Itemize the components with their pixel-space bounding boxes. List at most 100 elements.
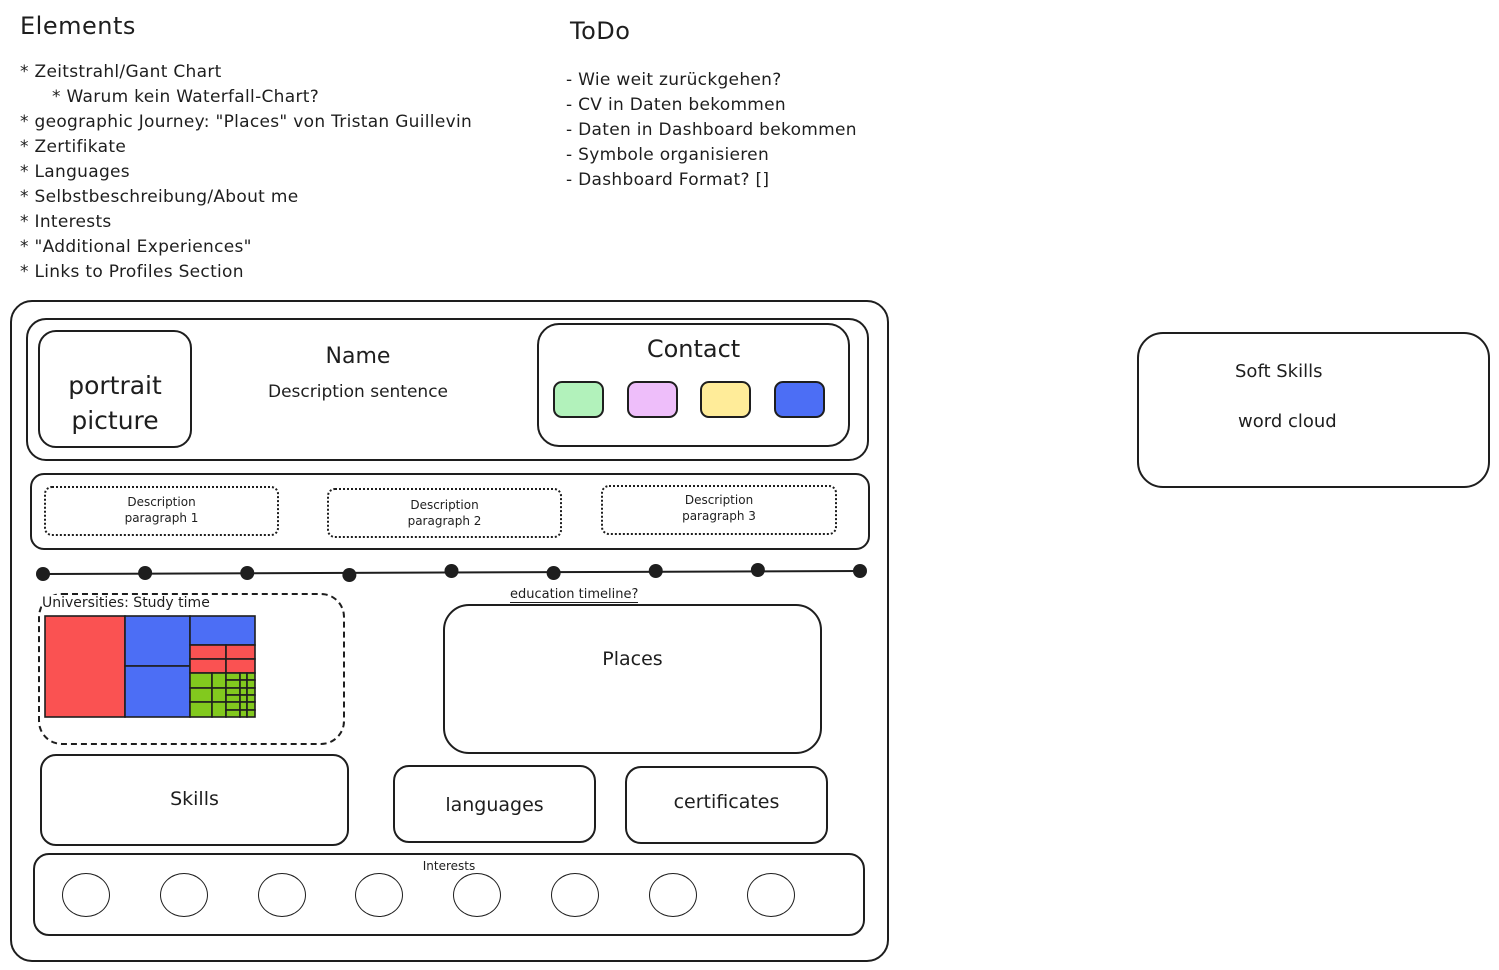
soft-skills-panel[interactable]: Soft Skills word cloud xyxy=(1137,332,1490,488)
treemap-tile[interactable] xyxy=(189,644,227,660)
treemap-tile[interactable] xyxy=(225,658,256,674)
portrait-label-line2: picture xyxy=(71,406,159,435)
header-panel xyxy=(26,318,869,461)
languages-panel[interactable]: languages xyxy=(393,765,596,843)
places-panel[interactable]: Places xyxy=(443,604,822,754)
contact-1-button[interactable] xyxy=(553,381,604,418)
desc3-line2: paragraph 3 xyxy=(682,509,756,523)
profile-name: Name xyxy=(325,344,391,369)
treemap-tile[interactable] xyxy=(239,687,248,696)
contact-4-button[interactable] xyxy=(774,381,825,418)
treemap-tile[interactable] xyxy=(239,709,248,718)
languages-label: languages xyxy=(445,794,544,816)
todo-item: - Symbole organisieren xyxy=(566,145,770,165)
desc1-line1: Description xyxy=(127,495,196,509)
interest-circle[interactable] xyxy=(355,873,404,917)
skills-panel[interactable]: Skills xyxy=(40,754,349,846)
elements-item: * Warum kein Waterfall-Chart? xyxy=(52,87,320,107)
description-paragraph-3[interactable]: Description paragraph 3 xyxy=(601,485,837,535)
treemap-tile[interactable] xyxy=(246,694,256,703)
elements-item: * Zeitstrahl/Gant Chart xyxy=(20,62,222,82)
timeline-point[interactable] xyxy=(648,564,663,578)
treemap-tile[interactable] xyxy=(211,701,227,718)
treemap-tile[interactable] xyxy=(239,672,248,681)
interest-circle[interactable] xyxy=(551,873,599,917)
treemap-tile[interactable] xyxy=(225,709,241,718)
treemap-tile[interactable] xyxy=(211,672,227,689)
todo-title: ToDo xyxy=(570,17,631,45)
treemap-tile[interactable] xyxy=(246,701,256,711)
treemap-tile[interactable] xyxy=(225,679,241,689)
timeline-point[interactable] xyxy=(750,563,765,577)
elements-item: * Interests xyxy=(20,212,112,232)
treemap-tile[interactable] xyxy=(124,665,191,718)
contact-3-button[interactable] xyxy=(700,381,751,418)
treemap-tile[interactable] xyxy=(239,701,248,711)
treemap-tile[interactable] xyxy=(189,672,213,689)
elements-item: * Selbstbeschreibung/About me xyxy=(20,187,299,207)
todo-item: - CV in Daten bekommen xyxy=(566,95,786,115)
treemap-tile[interactable] xyxy=(124,615,191,667)
treemap-tile[interactable] xyxy=(189,658,227,674)
treemap-tile[interactable] xyxy=(225,687,241,696)
todo-item: - Daten in Dashboard bekommen xyxy=(566,120,857,140)
treemap-tile[interactable] xyxy=(239,694,248,703)
treemap-tile[interactable] xyxy=(246,687,256,696)
interest-circle[interactable] xyxy=(746,873,795,917)
interests-label: Interests xyxy=(422,859,476,873)
desc3-line1: Description xyxy=(684,493,754,507)
treemap-tile[interactable] xyxy=(189,701,213,718)
places-label: Places xyxy=(602,648,663,670)
desc1-line2: paragraph 1 xyxy=(124,511,199,525)
treemap-tile[interactable] xyxy=(239,679,248,689)
treemap-tile[interactable] xyxy=(225,644,256,660)
education-timeline-label: education timeline? xyxy=(510,587,639,603)
description-paragraph-1[interactable]: Description paragraph 1 xyxy=(44,486,279,536)
portrait-picture[interactable]: portrait picture xyxy=(38,330,192,448)
skills-label: Skills xyxy=(170,788,219,810)
treemap-tile[interactable] xyxy=(211,687,227,703)
certificates-panel[interactable]: certificates xyxy=(625,766,828,844)
timeline-point[interactable] xyxy=(138,566,153,580)
treemap-tile[interactable] xyxy=(189,687,213,703)
interest-circle[interactable] xyxy=(648,873,697,917)
todo-list: - Wie weit zurückgehen? - CV in Daten be… xyxy=(566,68,857,193)
soft-skills-subtitle: word cloud xyxy=(1238,411,1337,432)
contact-2-button[interactable] xyxy=(627,381,678,418)
elements-item: * "Additional Experiences" xyxy=(20,237,252,257)
treemap-tile[interactable] xyxy=(44,615,126,718)
desc2-line2: paragraph 2 xyxy=(407,514,482,528)
interests-panel: Interests xyxy=(33,853,865,936)
elements-item: * Links to Profiles Section xyxy=(20,262,244,282)
elements-list: * Zeitstrahl/Gant Chart * Warum kein Wat… xyxy=(20,60,472,285)
timeline-point[interactable] xyxy=(342,568,357,582)
todo-item: - Dashboard Format? [] xyxy=(566,170,770,190)
treemap-tile[interactable] xyxy=(225,701,241,711)
timeline-point[interactable] xyxy=(240,566,255,580)
contact-panel: Contact xyxy=(537,323,850,447)
treemap-tile[interactable] xyxy=(225,694,241,703)
timeline-point[interactable] xyxy=(853,564,867,578)
portrait-label-line1: portrait xyxy=(68,371,162,400)
universities-panel xyxy=(38,593,345,745)
timeline-point[interactable] xyxy=(444,564,459,578)
interest-circle[interactable] xyxy=(257,873,306,917)
elements-item: * Zertifikate xyxy=(20,137,127,157)
treemap-tile[interactable] xyxy=(246,709,256,718)
treemap-tile[interactable] xyxy=(225,672,241,681)
profile-description: Description sentence xyxy=(267,382,449,402)
interest-circle[interactable] xyxy=(62,873,110,917)
treemap-tile[interactable] xyxy=(189,615,256,646)
description-panel xyxy=(30,473,870,550)
timeline-point[interactable] xyxy=(546,566,561,580)
desc2-line1: Description xyxy=(410,498,479,512)
treemap-tile[interactable] xyxy=(246,672,256,681)
timeline-point[interactable] xyxy=(36,567,50,581)
description-paragraph-2[interactable]: Description paragraph 2 xyxy=(327,488,562,538)
universities-title: Universities: Study time xyxy=(42,595,210,611)
elements-title: Elements xyxy=(20,12,136,40)
interest-circle[interactable] xyxy=(453,873,502,917)
interest-circle[interactable] xyxy=(159,873,208,917)
treemap-tile[interactable] xyxy=(246,679,256,689)
